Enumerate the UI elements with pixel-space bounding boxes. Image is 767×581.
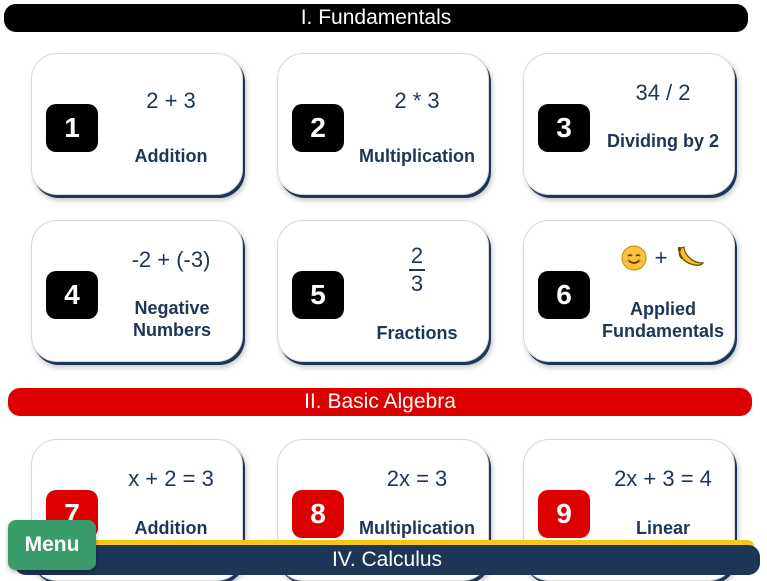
lesson-title: Negative Numbers (132, 298, 212, 340)
lesson-expression: 2x = 3 (386, 466, 448, 491)
lesson-expression: -2 + (-3) (131, 247, 211, 272)
lesson-expression: 34 / 2 (635, 80, 691, 105)
lesson-expression: 2 + 3 (146, 88, 196, 113)
section-header-basic-algebra: II. Basic Algebra (8, 388, 752, 416)
smiling-face-icon (621, 245, 647, 271)
calculus-accent-bar (80, 540, 754, 548)
lesson-number-badge: 9 (538, 490, 590, 538)
lesson-title: Dividing by 2 (606, 131, 720, 151)
lesson-number-badge: 4 (46, 271, 98, 319)
emoji-expression: + (598, 245, 728, 271)
section-title: I. Fundamentals (300, 6, 452, 29)
banana-icon (678, 246, 705, 266)
lesson-number-badge: 8 (292, 490, 344, 538)
emoji-plus: + (654, 245, 668, 270)
lesson-title: Linear (635, 518, 691, 538)
lesson-card-4[interactable]: 4 -2 + (-3) Negative Numbers (31, 220, 243, 362)
menu-button[interactable]: Menu (8, 520, 96, 570)
lesson-card-5[interactable]: 5 2 3 Fractions (277, 220, 489, 362)
lesson-card-1[interactable]: 1 2 + 3 Addition (31, 53, 243, 195)
fraction-denominator: 3 (410, 271, 424, 296)
lesson-title: Multiplication (359, 518, 475, 538)
lesson-number-badge: 5 (292, 271, 344, 319)
lesson-expression: 2x + 3 = 4 (614, 466, 712, 491)
lesson-expression: x + 2 = 3 (128, 466, 214, 491)
section-title: II. Basic Algebra (304, 390, 456, 413)
lesson-expression: 2 * 3 (394, 88, 440, 113)
lesson-card-6[interactable]: 6 + Applied Fundamentals (523, 220, 735, 362)
lesson-number-badge: 6 (538, 271, 590, 319)
section-title: IV. Calculus (331, 548, 443, 571)
lesson-title: Multiplication (359, 146, 475, 166)
lesson-title: Fractions (376, 323, 458, 343)
lesson-number-badge: 2 (292, 104, 344, 152)
lesson-number-badge: 3 (538, 104, 590, 152)
section-header-calculus[interactable]: IV. Calculus (14, 545, 760, 575)
lesson-title: Addition (134, 146, 208, 166)
lesson-title: Applied Fundamentals (601, 299, 725, 341)
fraction-numerator: 2 (408, 243, 426, 271)
section-header-fundamentals: I. Fundamentals (4, 4, 748, 32)
fraction-expression: 2 3 (352, 243, 482, 297)
lesson-card-3[interactable]: 3 34 / 2 Dividing by 2 (523, 53, 735, 195)
lesson-card-2[interactable]: 2 2 * 3 Multiplication (277, 53, 489, 195)
lesson-title: Addition (134, 518, 208, 538)
lesson-number-badge: 1 (46, 104, 98, 152)
